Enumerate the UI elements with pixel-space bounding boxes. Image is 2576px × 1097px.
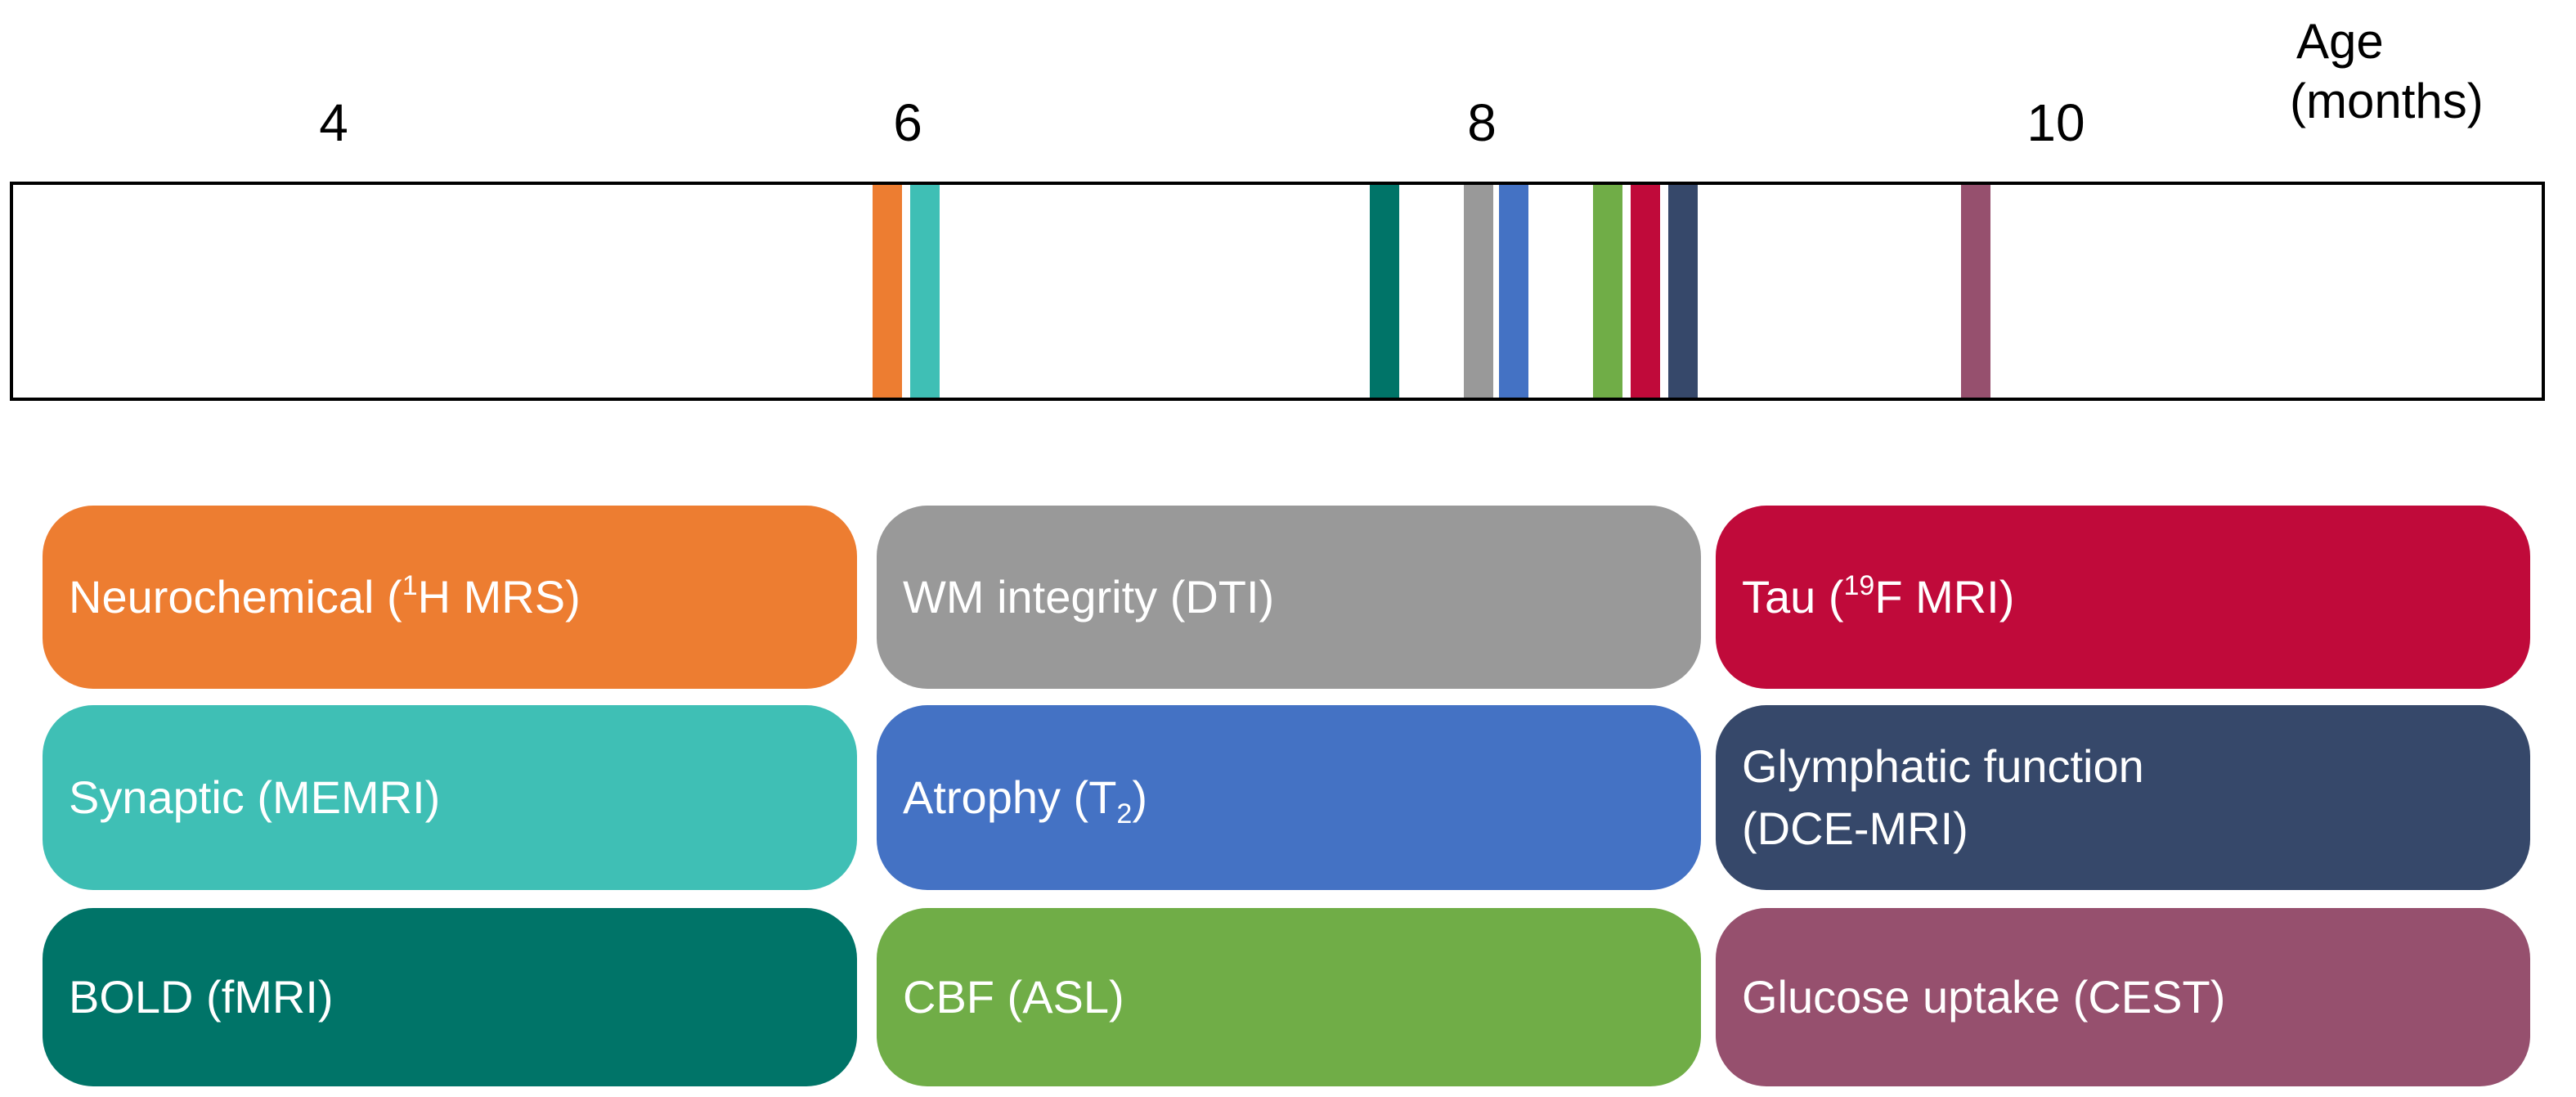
legend-card-label: Glucose uptake (CEST) (1742, 971, 2226, 1023)
timeline-marker (1960, 185, 1990, 398)
legend-card-atrophy: Atrophy (T2) (877, 705, 1701, 890)
tick-label-10: 10 (2026, 93, 2085, 152)
legend-card-glucose: Glucose uptake (CEST) (1716, 908, 2530, 1086)
timeline-marker (1667, 185, 1698, 398)
legend-card-label: CBF (ASL) (903, 971, 1124, 1023)
legend-card-synaptic: Synaptic (MEMRI) (43, 705, 857, 890)
legend-card-label: Atrophy (T2) (903, 771, 1147, 830)
age-axis-title: Age (months) (2290, 11, 2568, 131)
legend-card-glymphatic: Glymphatic function (DCE-MRI) (1716, 705, 2530, 890)
legend-card-cbf: CBF (ASL) (877, 908, 1701, 1086)
legend-card-label: BOLD (fMRI) (69, 971, 334, 1023)
axis-title-age: Age (2296, 14, 2384, 69)
biomarker-legend: Neurochemical (1H MRS) Synaptic (MEMRI) BO… (43, 506, 2530, 1086)
timeline-marker (1631, 185, 1661, 398)
timeline-marker (873, 185, 903, 398)
axis-title-unit: (months) (2290, 74, 2484, 129)
legend-card-label: Neurochemical (1H MRS) (69, 570, 581, 623)
legend-card-label: Synaptic (MEMRI) (69, 771, 441, 824)
timeline-marker (1464, 185, 1494, 398)
legend-card-label: WM integrity (DTI) (903, 571, 1275, 623)
legend-card-wm-integrity: WM integrity (DTI) (877, 506, 1701, 689)
timeline-bar (10, 182, 2545, 401)
legend-card-bold: BOLD (fMRI) (43, 908, 857, 1086)
legend-card-label: Glymphatic function (DCE-MRI) (1742, 740, 2144, 854)
timeline-marker (1498, 185, 1528, 398)
tick-label-8: 8 (1467, 93, 1497, 152)
legend-card-label: Tau (19F MRI) (1742, 570, 2015, 623)
legend-card-tau: Tau (19F MRI) (1716, 506, 2530, 689)
timeline-marker (910, 185, 940, 398)
tick-label-4: 4 (319, 93, 348, 152)
timeline-marker (1593, 185, 1623, 398)
timeline-marker (1369, 185, 1399, 398)
legend-card-neurochemical: Neurochemical (1H MRS) (43, 506, 857, 689)
tick-label-6: 6 (893, 93, 922, 152)
